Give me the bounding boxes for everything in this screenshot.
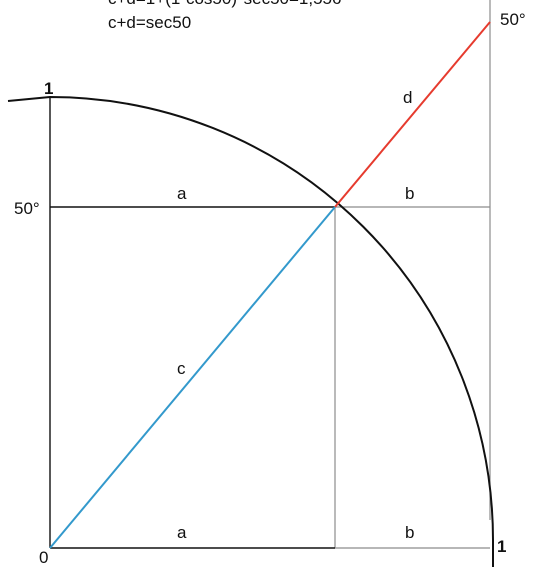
segment-c-radius <box>49 206 336 549</box>
formula-line-1: c+d=1+(1-cos50)*sec50=1,556 <box>108 0 341 8</box>
label-a-bottom: a <box>177 523 187 542</box>
radius-label-top: 1 <box>44 79 53 98</box>
segment-d-extension <box>334 21 491 208</box>
label-b-bottom: b <box>405 523 414 542</box>
label-c: c <box>177 359 186 378</box>
angle-label-right: 50° <box>500 10 526 29</box>
angle-label-left: 50° <box>14 199 40 218</box>
label-d: d <box>403 88 412 107</box>
radius-label-right: 1 <box>497 537 506 556</box>
origin-label: 0 <box>39 548 48 567</box>
label-a-top: a <box>177 184 187 203</box>
unit-circle-arc <box>7 95 494 567</box>
formula-line-2: c+d=sec50 <box>108 13 191 32</box>
label-b-top: b <box>405 184 414 203</box>
